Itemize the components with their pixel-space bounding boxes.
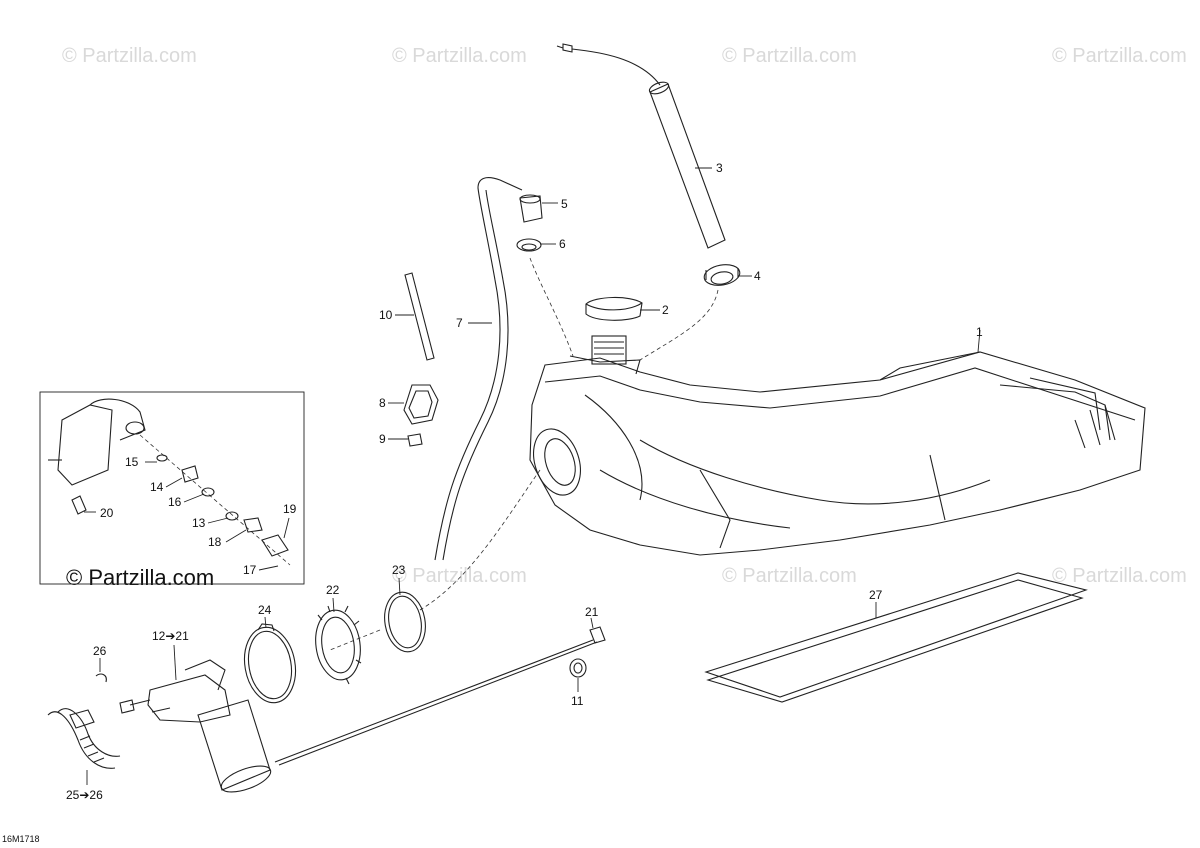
callout-7: 7 [456,316,463,330]
callout-17: 17 [243,563,257,577]
fuel-cap [585,296,643,321]
watermark: © Partzilla.com [392,45,527,67]
vent-hose [434,177,523,561]
callout-12-21: 12➔21 [152,629,189,643]
callout-25-26: 25➔26 [66,788,103,802]
callout-6: 6 [559,237,566,251]
fuel-tank [529,335,1146,556]
leader-lines [84,167,981,785]
callout-27: 27 [869,588,883,602]
watermark: © Partzilla.com [1052,565,1187,587]
callout-15: 15 [125,455,139,469]
washer [569,658,587,678]
watermark: © Partzilla.com [62,45,197,67]
callout-21: 21 [585,605,599,619]
tube [404,272,435,361]
watermark-main: © Partzilla.com [66,565,214,590]
watermark: © Partzilla.com [722,45,857,67]
clamp [243,623,297,704]
callout-20: 20 [100,506,114,520]
callout-3: 3 [716,161,723,175]
hose-clip [95,673,107,683]
callout-8: 8 [379,396,386,410]
callout-11: 11 [571,694,584,708]
callout-22: 22 [326,583,340,597]
watermark: © Partzilla.com [392,565,527,587]
fuel-pump [119,659,272,793]
watermarks: © Partzilla.com © Partzilla.com © Partzi… [62,45,1187,590]
watermark: © Partzilla.com [1052,45,1187,67]
callout-24: 24 [258,603,272,617]
callout-23: 23 [392,563,406,577]
grommet [703,264,741,286]
callout-18: 18 [208,535,222,549]
gasket [403,384,439,425]
clip [407,433,423,447]
callout-1: 1 [976,325,983,339]
callouts: 1 2 3 4 5 6 7 8 9 10 11 12➔21 13 14 15 1… [66,161,983,802]
tank-pad [704,572,1088,703]
valve-seal [516,238,542,252]
callout-26: 26 [93,644,107,658]
callout-13: 13 [192,516,206,530]
callout-9: 9 [379,432,386,446]
o-ring [384,591,426,653]
watermark: © Partzilla.com [722,565,857,587]
callout-14: 14 [150,480,164,494]
inset-pump-detail [39,391,305,585]
callout-5: 5 [561,197,568,211]
drawing-code: 16M1718 [2,834,40,844]
callout-19: 19 [283,502,297,516]
level-sender [556,43,726,249]
lock-ring [315,605,362,685]
vent-valve [519,194,543,223]
callout-16: 16 [168,495,182,509]
connection-lines [329,257,719,651]
callout-4: 4 [754,269,761,283]
callout-10: 10 [379,308,393,322]
callout-2: 2 [662,303,669,317]
fuel-hose [47,708,121,769]
rod [274,626,606,766]
